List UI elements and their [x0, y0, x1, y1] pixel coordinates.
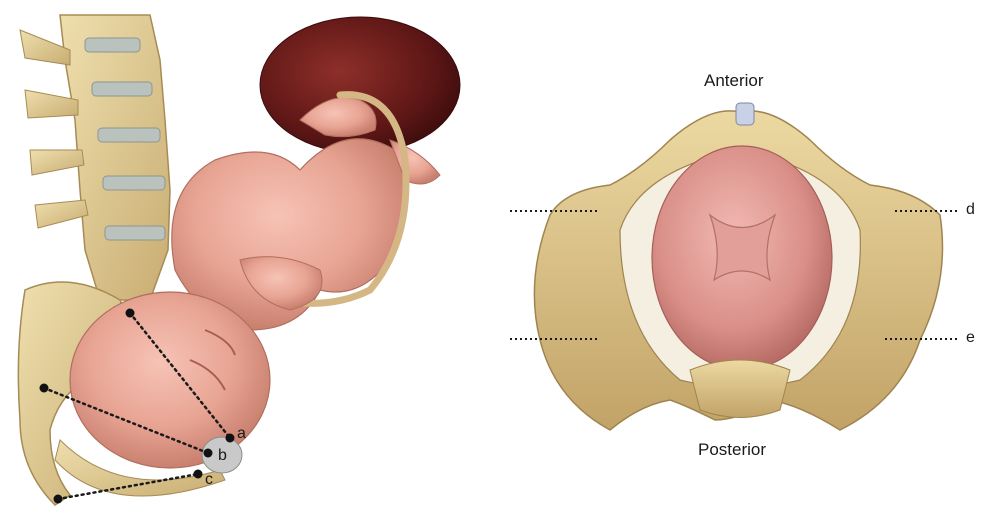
marker-label-d: d	[966, 202, 975, 218]
point-label-b: b	[218, 448, 227, 464]
endpoint-dot	[204, 449, 213, 458]
endpoint-dot	[226, 434, 235, 443]
posterior-label: Posterior	[698, 441, 766, 458]
sacral-promontory	[690, 360, 790, 418]
endpoint-dot	[194, 470, 203, 479]
pelvic-inlet-view-panel: Anterior Posterior d e	[470, 0, 985, 520]
point-label-a: a	[237, 426, 246, 442]
marker-label-e: e	[966, 330, 975, 346]
sagittal-illustration	[0, 0, 470, 520]
lumbar-spine	[20, 15, 170, 300]
sagittal-view-panel: a b c	[0, 0, 470, 520]
endpoint-dot	[126, 309, 135, 318]
symphysis-pubis	[736, 103, 754, 125]
endpoint-dot	[54, 495, 63, 504]
anterior-label: Anterior	[704, 72, 764, 89]
endpoint-dot	[40, 384, 49, 393]
point-label-c: c	[205, 472, 213, 488]
